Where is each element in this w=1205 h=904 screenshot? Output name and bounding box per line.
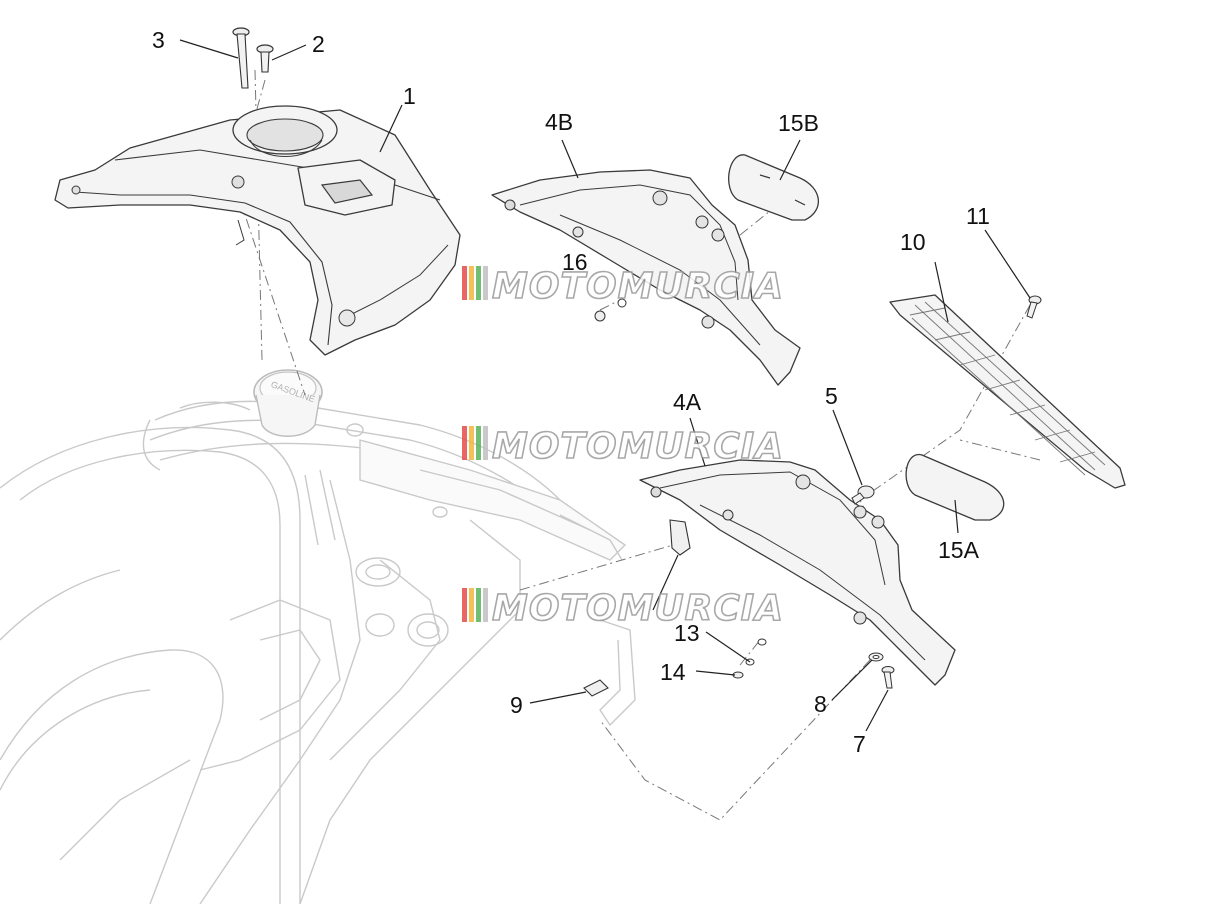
watermark-stripe-grey [483,426,488,460]
callout-4A: 4A [673,389,702,415]
watermark-text: MOTOMURCIA [492,588,784,629]
callout-16: 16 [562,249,588,275]
watermark-2: MOTOMURCIA [462,425,784,468]
watermark-stripe-green [476,426,481,460]
watermark-3: MOTOMURCIA [462,587,784,630]
watermark-stripe-red [462,588,467,622]
part-9-clip [583,679,609,697]
leader-lines [179,39,1031,732]
part-15B-reflector [728,154,820,221]
callout-2: 2 [312,31,325,57]
fuel-cap: GASOLINE [253,369,323,437]
part-16-clip [594,298,627,322]
callout-10: 10 [900,229,926,255]
watermark-stripe-yellow [469,426,474,460]
callout-1: 1 [403,83,416,109]
watermark-stripe-red [462,426,467,460]
part-8-washer [868,652,884,662]
callout-13: 13 [674,620,700,646]
watermark-stripe-grey [483,588,488,622]
part-4B-plate-holder [491,169,801,386]
part-10-license-plate [889,294,1126,489]
watermark-1: MOTOMURCIA [462,265,784,308]
screw-11 [1026,295,1042,319]
callout-15B: 15B [778,110,819,136]
callout-8: 8 [814,691,827,717]
callout-9: 9 [510,692,523,718]
screw-5 [851,485,875,505]
watermark-stripe-green [476,266,481,300]
part-clip-nut [669,519,691,556]
watermark-text: MOTOMURCIA [492,426,784,467]
scooter-frame-ghost [0,400,636,904]
callout-5: 5 [825,383,838,409]
watermark-stripe-grey [483,266,488,300]
callout-11: 11 [966,203,990,229]
part-4A-plate-holder [639,459,956,686]
callout-14: 14 [660,659,686,685]
watermark-stripe-green [476,588,481,622]
watermark-stripe-yellow [469,266,474,300]
callout-labels: 3 2 1 4B 15B 11 10 16 4A 5 15A 13 14 9 8… [152,27,990,757]
callout-4B: 4B [545,109,573,135]
callout-15A: 15A [938,537,980,563]
screw-3 [232,27,250,89]
callout-3: 3 [152,27,165,53]
watermark-stripe-red [462,266,467,300]
part-1-rear-cover [54,105,461,356]
part-7-screw [881,666,895,689]
screw-2 [256,44,274,73]
part-15A-reflector [905,454,1005,521]
watermark-stripe-yellow [469,588,474,622]
watermark-text: MOTOMURCIA [492,266,784,307]
callout-7: 7 [853,731,866,757]
